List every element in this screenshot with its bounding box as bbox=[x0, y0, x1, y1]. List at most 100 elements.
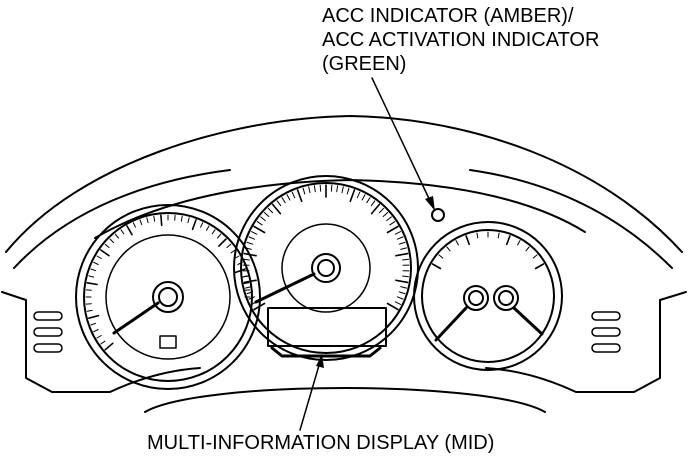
acc-indicator-label-line-1: ACC INDICATOR (AMBER)/ bbox=[322, 4, 599, 28]
gauge-tick bbox=[395, 232, 400, 235]
acc-indicator-label-line-2: ACC ACTIVATION INDICATOR bbox=[322, 28, 599, 52]
gauge-tick bbox=[362, 195, 365, 200]
gauge-tick bbox=[101, 250, 109, 256]
gauge-tick bbox=[390, 222, 395, 225]
gauge-tick bbox=[261, 217, 266, 221]
gauge-tick bbox=[372, 204, 380, 213]
gauge-tick bbox=[154, 216, 155, 221]
gauge-tick bbox=[498, 233, 499, 238]
gauge-tick bbox=[342, 187, 343, 193]
gauge-tick bbox=[371, 201, 375, 206]
dashboard-hood-inner-right bbox=[470, 170, 672, 268]
gauge-tick bbox=[121, 230, 124, 234]
gauge-tick bbox=[314, 186, 315, 192]
gauge-tick bbox=[507, 236, 510, 244]
gauge-tick bbox=[89, 276, 94, 277]
fuel-temp-gauge bbox=[414, 222, 562, 370]
gauge-tick bbox=[105, 244, 109, 247]
gauge-tick bbox=[273, 204, 281, 213]
gauge-tick bbox=[303, 188, 305, 194]
lower-trim-left bbox=[2, 292, 200, 392]
gauge-tick bbox=[287, 195, 290, 200]
gauge-tick bbox=[244, 254, 256, 256]
mid-leader-line bbox=[300, 362, 320, 430]
gauge-tick bbox=[518, 241, 521, 245]
gauge-tick bbox=[397, 297, 403, 299]
gauge-tick bbox=[397, 237, 403, 239]
gauge-tick bbox=[212, 230, 215, 234]
gauge-tick bbox=[251, 232, 256, 235]
acc-indicator-label-line-3: (GREEN) bbox=[322, 52, 599, 76]
speedometer-gauge bbox=[234, 176, 418, 360]
gauge-tick bbox=[456, 241, 459, 245]
gauge-tick bbox=[264, 213, 269, 217]
gauge-tick bbox=[244, 276, 250, 277]
gauge-tick bbox=[94, 262, 99, 264]
gauge-tick bbox=[395, 302, 400, 305]
gauge-tick bbox=[219, 239, 226, 246]
gauge-tick bbox=[181, 216, 182, 221]
acc-indicator-label: ACC INDICATOR (AMBER)/ ACC ACTIVATION IN… bbox=[322, 4, 599, 76]
mid-label: MULTI-INFORMATION DISPLAY (MID) bbox=[147, 431, 494, 455]
gauge-tick bbox=[244, 280, 256, 282]
gauge-tick bbox=[387, 217, 392, 221]
lower-trim-bottom bbox=[145, 388, 545, 412]
gauge-tick bbox=[347, 188, 349, 194]
gauge-tick bbox=[309, 187, 310, 193]
gauge-tick bbox=[477, 233, 478, 238]
gauge-tick bbox=[97, 256, 101, 259]
gauge-tick bbox=[87, 310, 92, 311]
fuel-temp-ticks bbox=[433, 232, 544, 269]
gauge-tick bbox=[161, 215, 162, 225]
gauge-tick bbox=[536, 264, 544, 269]
gauge-tick bbox=[207, 226, 210, 230]
gauge-tick bbox=[357, 192, 360, 198]
gauge-tick bbox=[533, 255, 537, 258]
gauge-tick bbox=[115, 234, 118, 238]
gauge-tick bbox=[439, 255, 443, 258]
gauge-tick bbox=[127, 226, 132, 235]
gauge-tick bbox=[399, 292, 405, 294]
gauge-tick bbox=[101, 341, 105, 344]
gauge-tick bbox=[350, 190, 354, 201]
gauge-tick bbox=[247, 242, 253, 244]
gauge-tick bbox=[244, 259, 250, 260]
gauge-tick bbox=[254, 227, 264, 233]
gauge-tick bbox=[298, 190, 302, 201]
gauge-tick bbox=[401, 287, 407, 289]
gauge-tick bbox=[447, 247, 450, 251]
gauge-tick bbox=[147, 218, 148, 223]
gauge-tick bbox=[403, 276, 409, 277]
gauge-tick bbox=[257, 222, 262, 225]
gauge-tick bbox=[268, 208, 272, 212]
gauge-tick bbox=[105, 343, 113, 349]
gauge-tick bbox=[367, 198, 370, 203]
gauge-tick bbox=[89, 316, 99, 319]
gauge-tick bbox=[396, 280, 408, 282]
cluster-housing-top bbox=[95, 180, 585, 238]
gauge-tick bbox=[403, 259, 409, 260]
gauge-tick bbox=[97, 336, 101, 339]
gauge-tick bbox=[388, 304, 398, 310]
gauge-tick bbox=[277, 201, 281, 206]
gauge-tick bbox=[94, 330, 99, 332]
gauge-tick bbox=[91, 269, 96, 271]
gauge-tick bbox=[218, 234, 221, 238]
acc-leader-arrow bbox=[425, 196, 435, 211]
gauge-tick bbox=[396, 254, 408, 256]
gauge-tick bbox=[193, 220, 196, 229]
gauge-tick bbox=[188, 218, 189, 223]
gauge-tick bbox=[433, 264, 441, 269]
acc-indicator-lamp bbox=[432, 209, 444, 221]
gauge-tick bbox=[91, 323, 96, 325]
acc-leader-line bbox=[372, 78, 432, 205]
gauge-tick bbox=[282, 198, 285, 203]
left-vents bbox=[34, 312, 62, 352]
gauge-tick bbox=[388, 227, 398, 233]
gauge-tick bbox=[249, 237, 255, 239]
gauge-tick bbox=[526, 247, 529, 251]
gauge-tick bbox=[399, 242, 405, 244]
gauge-tick bbox=[133, 223, 135, 228]
gauge-tick bbox=[380, 208, 384, 212]
